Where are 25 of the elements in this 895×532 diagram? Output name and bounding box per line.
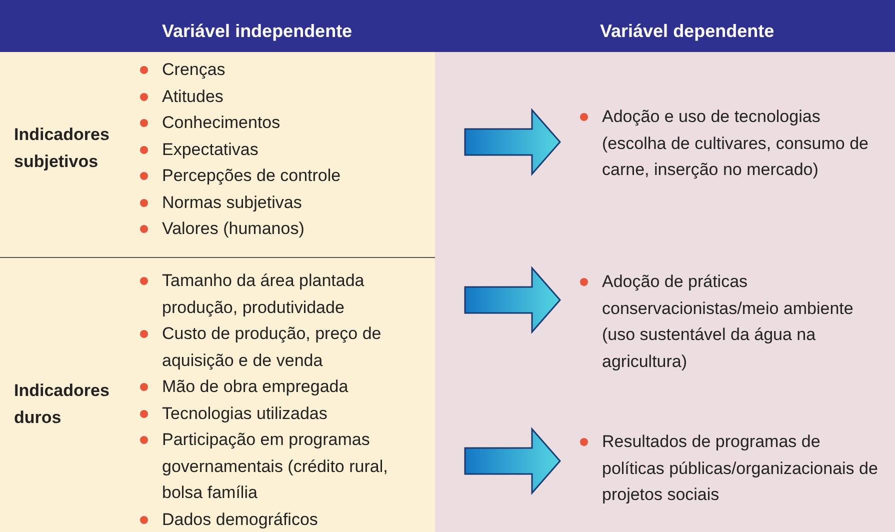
column-header: Variável dependente: [600, 21, 774, 42]
row-heading: Indicadores subjetivos: [14, 124, 110, 172]
result-item: Adoção e uso de tecnologias (escolha de cultivares, consumo de carne, inserção no mercado): [580, 104, 870, 184]
bullet-item: Tamanho da área plantada produção, produtividade: [140, 268, 425, 321]
bullet-item: Normas subjetivas: [140, 190, 425, 216]
result-item: Adoção de práticas conservacionistas/meio ambiente (uso sustentável da água na agricultura): [580, 269, 885, 375]
block-arrow: [464, 427, 561, 495]
bullet-item: Expectativas: [140, 136, 425, 163]
block-arrow: [464, 266, 561, 334]
block-arrow: [464, 108, 561, 176]
bullet-item: Custo de produção, preço de aquisição e de venda: [140, 321, 425, 374]
bullet-item: Mão de obra empregada: [140, 374, 425, 400]
bullet-item: Participação em programas governamentais (crédito rural, bolsa família: [140, 427, 425, 506]
bullet-item: Crenças: [140, 57, 425, 84]
bullet-item: Tecnologias utilizadas: [140, 400, 425, 427]
bullet-item: Conhecimentos: [140, 110, 425, 136]
result-item: Resultados de programas de políticas públicas/organizacionais de projetos sociais: [580, 429, 885, 508]
column-header: Variável independente: [162, 21, 352, 42]
panel-background: [0, 258, 435, 532]
bullet-item: Percepções de controle: [140, 163, 425, 190]
row-heading: Indicadores duros: [14, 380, 110, 428]
bullet-item: Valores (humanos): [140, 216, 425, 242]
panel-background: [0, 52, 435, 258]
bullet-item: Atitudes: [140, 84, 425, 110]
bullet-item: Dados demográficos: [140, 506, 425, 532]
